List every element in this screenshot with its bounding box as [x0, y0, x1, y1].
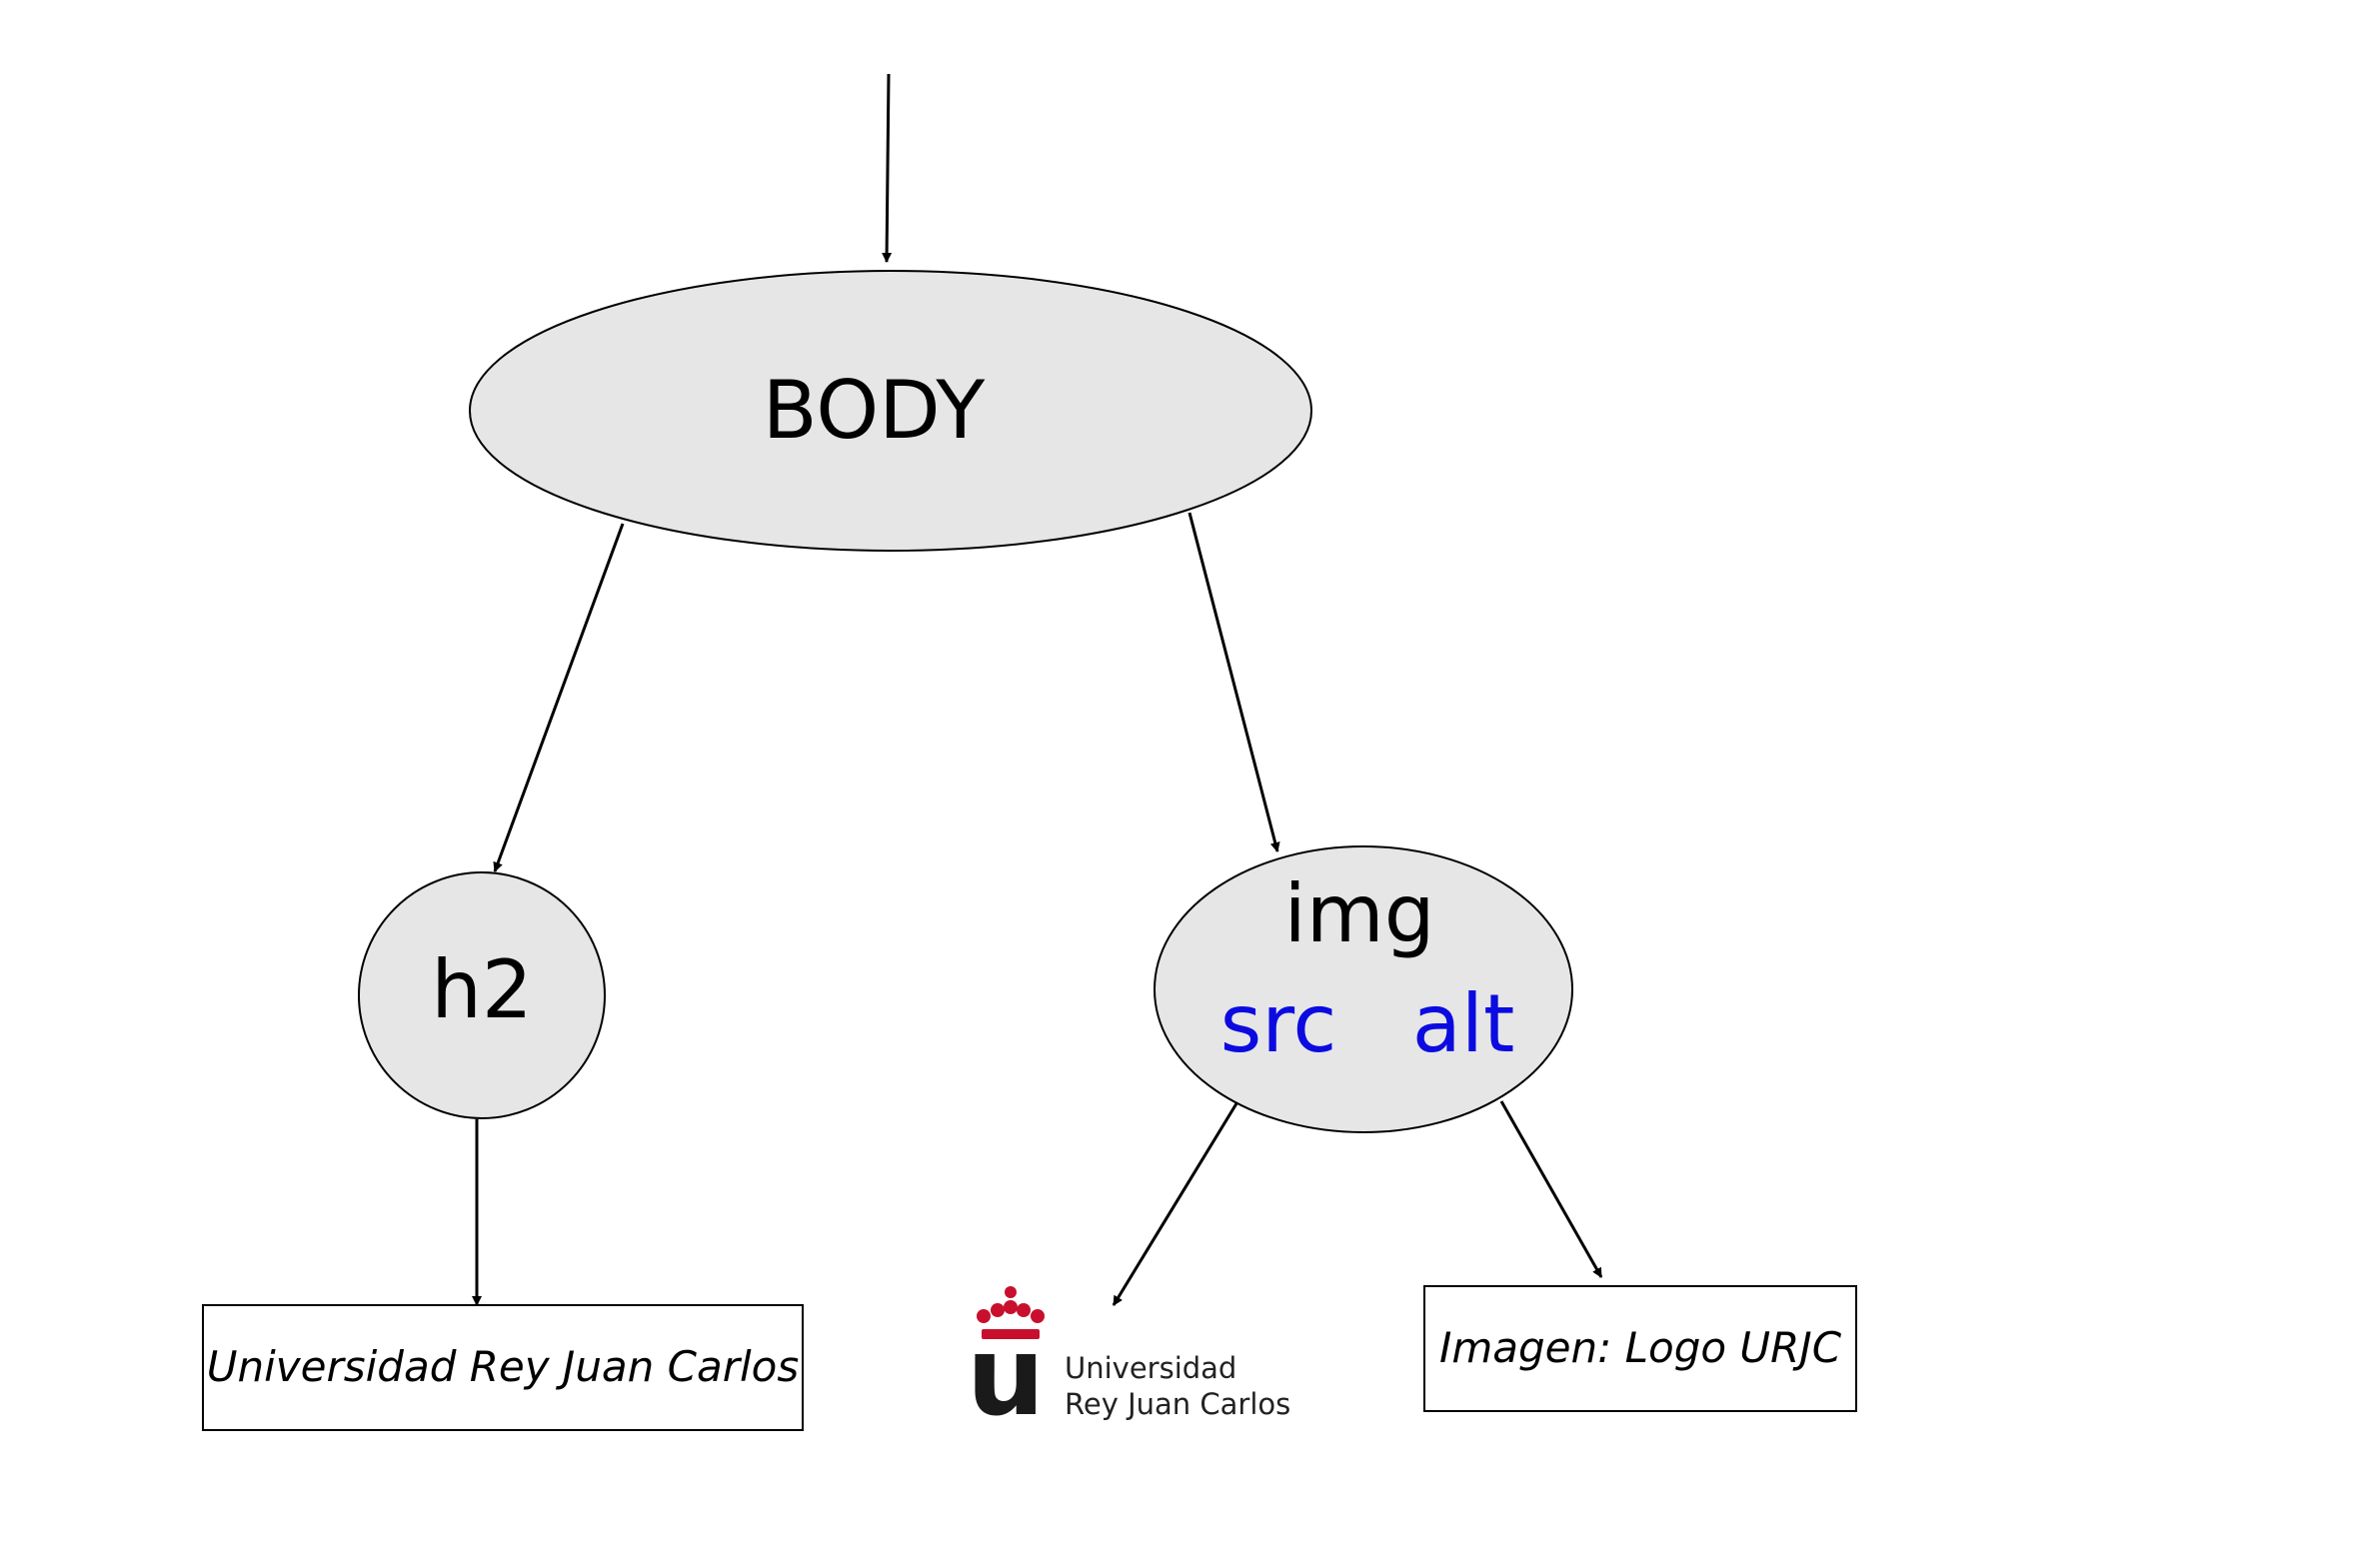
body-node: BODY: [469, 270, 1312, 552]
h2-text-leaf: Universidad Rey Juan Carlos: [202, 1304, 804, 1431]
logo-line-1: Universidad: [1065, 1351, 1236, 1385]
h2-text-content: Universidad Rey Juan Carlos: [207, 1342, 799, 1391]
urjc-logo: u Universidad Rey Juan Carlos: [967, 1286, 1290, 1440]
edge-body-img: [1188, 512, 1280, 852]
logo-letter: u: [967, 1312, 1045, 1440]
edge-alt-text: [1499, 1100, 1603, 1278]
edge-body-h2: [493, 523, 625, 872]
logo-line-2: Rey Juan Carlos: [1065, 1387, 1290, 1421]
alt-attribute-label: alt: [1412, 977, 1515, 1070]
alt-text-content: Imagen: Logo URJC: [1439, 1323, 1842, 1372]
img-node: img src alt: [1154, 845, 1573, 1133]
h2-node: h2: [358, 871, 606, 1119]
alt-text-leaf: Imagen: Logo URJC: [1423, 1285, 1857, 1412]
crown-icon: [977, 1286, 1045, 1339]
img-node-label: img: [1284, 867, 1435, 960]
edge-src-logo: [1112, 1099, 1240, 1306]
src-attribute-label: src: [1220, 977, 1337, 1070]
body-node-label: BODY: [763, 364, 987, 457]
root-entry-arrow: [882, 73, 893, 263]
h2-node-label: h2: [431, 943, 533, 1036]
